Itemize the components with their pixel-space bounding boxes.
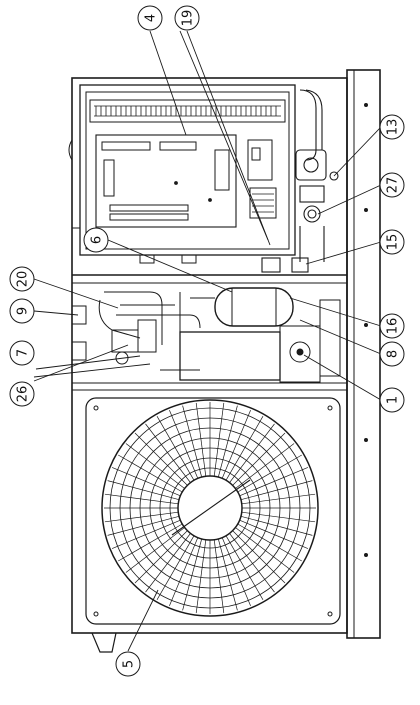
callout-label: 13 <box>386 119 401 136</box>
side-panel <box>346 69 381 639</box>
callout-16: 16 <box>379 313 405 339</box>
callout-9: 9 <box>9 298 35 324</box>
terminal-strip <box>94 105 281 117</box>
callouts: 4 19 13 27 15 6 16 20 <box>9 5 405 677</box>
callout-label: 8 <box>386 350 401 358</box>
callout-5: 5 <box>115 651 141 677</box>
callout-label: 6 <box>90 236 105 244</box>
unit-housing <box>71 77 348 653</box>
callout-label: 26 <box>16 386 31 403</box>
callout-27: 27 <box>379 172 405 198</box>
callout-15: 15 <box>379 229 405 255</box>
callout-1: 1 <box>379 387 405 413</box>
callout-19: 19 <box>174 5 200 31</box>
callout-4: 4 <box>137 5 163 31</box>
callout-label: 27 <box>386 177 401 194</box>
control-box <box>68 84 296 264</box>
callout-label: 1 <box>386 396 401 404</box>
callout-26: 26 <box>9 381 35 407</box>
callout-label: 9 <box>16 307 31 315</box>
callout-label: 7 <box>16 349 31 357</box>
callout-8: 8 <box>379 341 405 367</box>
callout-label: 5 <box>122 660 137 668</box>
hydraulic-piping <box>261 89 339 273</box>
callout-label: 16 <box>386 318 401 335</box>
callout-label: 20 <box>16 271 31 288</box>
fan-guard <box>85 397 341 625</box>
callout-label: 19 <box>181 10 196 27</box>
callout-13: 13 <box>379 114 405 140</box>
callout-label: 4 <box>144 14 159 22</box>
callout-7: 7 <box>9 340 35 366</box>
callout-label: 15 <box>386 234 401 251</box>
leader-lines <box>33 30 382 652</box>
callout-6: 6 <box>83 227 109 253</box>
refrigerant-section <box>71 287 341 383</box>
callout-20: 20 <box>9 266 35 292</box>
